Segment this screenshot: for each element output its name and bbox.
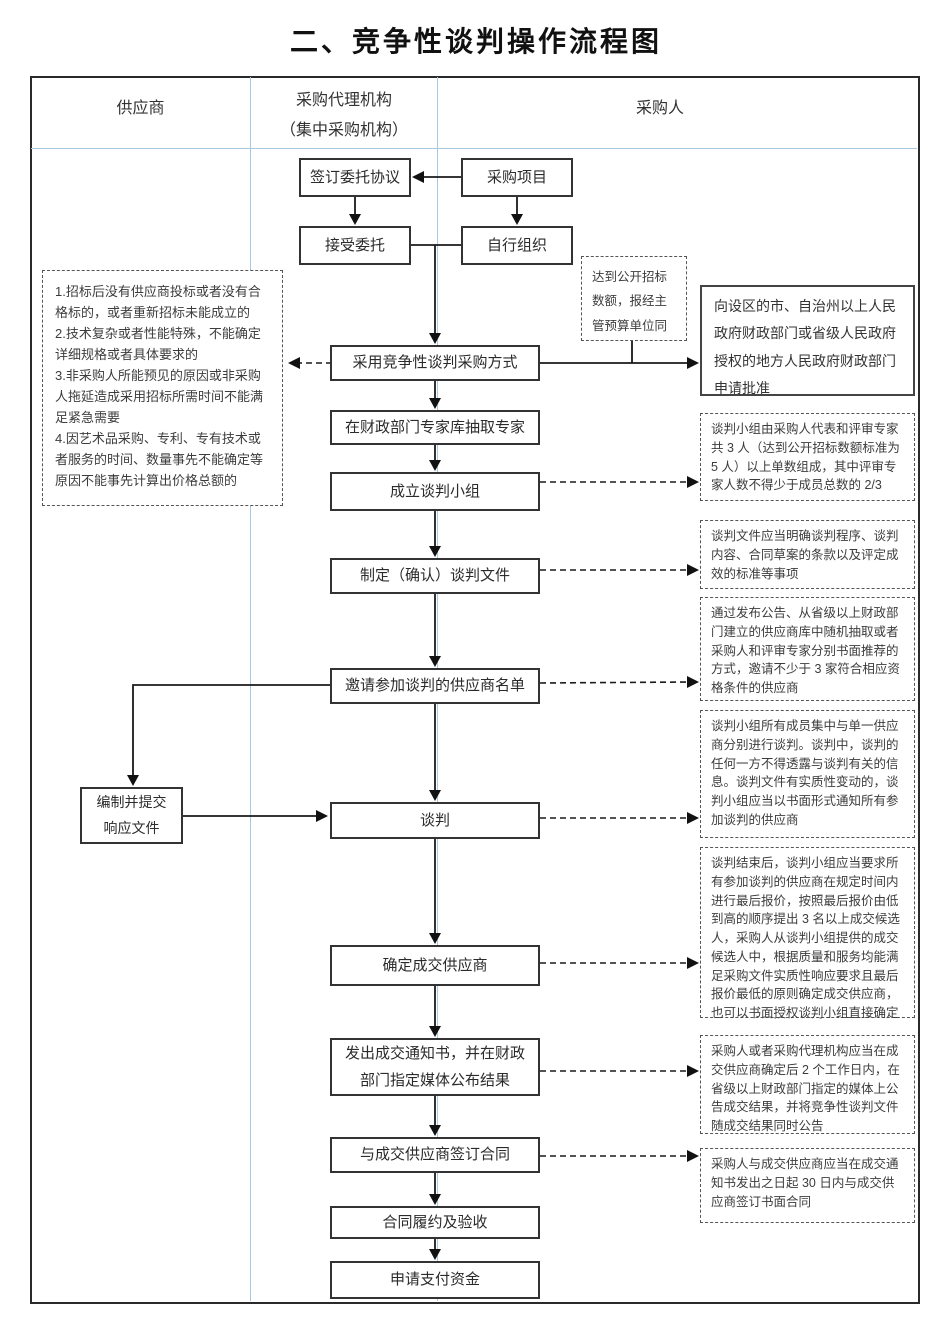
flow-box-invite-list: 邀请参加谈判的供应商名单 [330,668,540,704]
condition-3: 3.非采购人所能预见的原因或非采购人拖延造成采用招标所需时间不能满足紧急需要 [55,368,264,426]
condition-1: 1.招标后没有供应商投标或者没有合格标的，或者重新招标未能成立的 [55,284,261,321]
page-title: 二、竞争性谈判操作流程图 [289,26,662,57]
condition-4: 4.因艺术品采购、专利、专有技术或者服务的时间、数量事先不能确定等原因不能事先计… [55,431,264,489]
response-line1: 编制并提交 [96,794,167,811]
note-documents: 谈判文件应当明确谈判程序、谈判内容、合同草案的条款以及评定成效的标准等事项 [700,520,915,589]
flow-box-negotiate: 谈判 [330,802,540,839]
condition-2: 2.技术复杂或者性能特殊，不能确定详细规格或者具体要求的 [55,326,261,363]
flow-box-confirm-supplier: 确定成交供应商 [330,945,540,986]
flow-box-sign-contract: 与成交供应商签订合同 [330,1137,540,1173]
flow-box-apply-approval: 向设区的市、自治州以上人民政府财政部门或省级人民政府授权的地方人民政府财政部门申… [700,285,915,396]
diagram-border [30,76,920,1304]
flow-box-accept-entrust: 接受委托 [299,226,411,265]
lane-label-agency-line1: 采购代理机构 [295,92,392,109]
lane-divider-1 [250,77,251,1301]
lane-label-agency: 采购代理机构 （集中采购机构） [251,86,437,146]
flow-box-draw-experts: 在财政部门专家库抽取专家 [330,410,540,445]
note-quota: 达到公开招标数额，报经主管预算单位同 [581,256,687,341]
note-team: 谈判小组由采购人代表和评审专家共 3 人（达到公开招标数额标准为 5 人）以上单… [700,413,915,501]
note-conditions: 1.招标后没有供应商投标或者没有合格标的，或者重新招标未能成立的 2.技术复杂或… [42,270,283,506]
lane-header-divider [31,148,917,149]
note-negotiate: 谈判小组所有成员集中与单一供应商分别进行谈判。谈判中，谈判的任何一方不得透露与谈… [700,710,915,838]
flow-box-make-documents: 制定（确认）谈判文件 [330,558,540,594]
note-invite: 通过发布公告、从省级以上财政部门建立的供应商库中随机抽取或者采购人和评审专家分别… [700,597,915,701]
lane-label-agency-line2: （集中采购机构） [279,122,408,139]
response-line2: 响应文件 [103,819,160,836]
flow-box-response-documents: 编制并提交 响应文件 [80,787,183,844]
note-contract: 采购人与成交供应商应当在成交通知书发出之日起 30 日内与成交供应商签订书面合同 [700,1148,915,1223]
flow-box-request-payment: 申请支付资金 [330,1261,540,1299]
flow-box-form-team: 成立谈判小组 [330,472,540,511]
flow-box-adopt-method: 采用竞争性谈判采购方式 [330,345,540,381]
note-notice: 采购人或者采购代理机构应当在成交供应商确定后 2 个工作日内，在省级以上财政部门… [700,1035,915,1134]
note-confirm: 谈判结束后，谈判小组应当要求所有参加谈判的供应商在规定时间内进行最后报价，按照最… [700,847,915,1020]
lane-label-purchaser: 采购人 [635,100,684,117]
lane-label-supplier: 供应商 [116,100,165,117]
flow-box-issue-notice: 发出成交通知书，并在财政部门指定媒体公布结果 [330,1038,540,1096]
response-documents-text: 编制并提交 响应文件 [97,790,167,840]
flow-box-self-organize: 自行组织 [461,226,573,265]
flow-box-perform-accept: 合同履约及验收 [330,1206,540,1239]
flow-box-sign-agreement: 签订委托协议 [299,158,411,197]
flow-box-procurement-project: 采购项目 [461,158,573,197]
